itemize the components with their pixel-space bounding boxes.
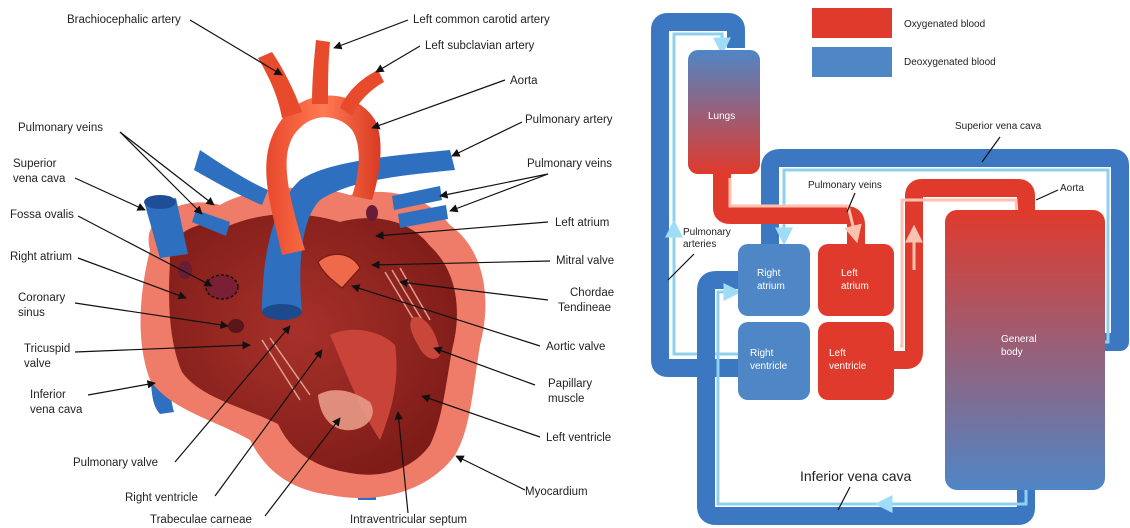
label-aortic-valve: Aortic valve bbox=[546, 341, 605, 353]
left-atrium-label-line1: Left bbox=[841, 268, 858, 279]
left-ventricle-label-line2: ventricle bbox=[829, 361, 867, 372]
label-left-ventricle: Left ventricle bbox=[546, 432, 611, 444]
label-pulmonary-arteries-line2: arteries bbox=[683, 239, 716, 250]
label-intraventricular-septum: Intraventricular septum bbox=[350, 514, 467, 526]
label-pulmonary-artery: Pulmonary artery bbox=[525, 114, 613, 126]
label-left-atrium: Left atrium bbox=[555, 217, 609, 229]
label-coronary-sinus-line1: Coronary bbox=[18, 292, 66, 304]
lungs-label: Lungs bbox=[708, 111, 735, 122]
label-papillary-muscle-line2: muscle bbox=[548, 393, 584, 405]
general-body-label-line1: General bbox=[1001, 334, 1037, 345]
fossa-ovalis-mark bbox=[206, 275, 238, 299]
label-right-atrium: Right atrium bbox=[10, 251, 72, 263]
label-superior-vena-cava-line2: vena cava bbox=[13, 173, 66, 185]
legend-swatch-oxygenated bbox=[812, 8, 892, 38]
label-inferior-vena-cava-line1: Inferior bbox=[30, 389, 66, 401]
label-trabeculae-carneae: Trabeculae carneae bbox=[150, 514, 252, 526]
small-vein-mark-2 bbox=[366, 205, 378, 221]
legend-label-oxygenated: Oxygenated blood bbox=[904, 19, 985, 30]
label-left-common-carotid-artery: Left common carotid artery bbox=[413, 14, 550, 26]
left-ventricle-label-line1: Left bbox=[829, 348, 846, 359]
svc-opening bbox=[144, 195, 176, 209]
label-chordae-tendineae-line2: Tendineae bbox=[558, 302, 611, 314]
label-papillary-muscle-line1: Papillary bbox=[548, 378, 592, 390]
pulmonary-valve-opening bbox=[262, 304, 302, 320]
label-inferior-vena-cava-line2: vena cava bbox=[30, 404, 83, 416]
brachiocephalic-artery-vessel bbox=[258, 52, 302, 118]
label-chordae-tendineae-line1: Chordae bbox=[570, 287, 614, 299]
heart-illustration bbox=[141, 40, 486, 500]
leader-inferior-vena-cava-circ bbox=[838, 487, 850, 510]
left-atrium-box bbox=[818, 244, 894, 316]
label-pulmonary-veins-circ: Pulmonary veins bbox=[808, 180, 882, 191]
general-body-label-line2: body bbox=[1001, 347, 1023, 358]
label-mitral-valve: Mitral valve bbox=[556, 255, 614, 267]
label-left-subclavian-artery: Left subclavian artery bbox=[425, 40, 535, 52]
general-body-box bbox=[945, 210, 1105, 490]
label-tricuspid-valve-line1: Tricuspid bbox=[24, 343, 70, 355]
legend-label-deoxygenated: Deoxygenated blood bbox=[904, 57, 996, 68]
leader-pulmonary-arteries bbox=[668, 254, 694, 280]
right-ventricle-label-line2: ventricle bbox=[750, 361, 788, 372]
label-pulmonary-valve: Pulmonary valve bbox=[73, 457, 158, 469]
left-common-carotid-vessel bbox=[312, 40, 330, 104]
label-myocardium: Myocardium bbox=[525, 486, 588, 498]
label-aorta-circ: Aorta bbox=[1060, 183, 1084, 194]
label-superior-vena-cava-circ: Superior vena cava bbox=[955, 121, 1042, 132]
right-ventricle-label-line1: Right bbox=[750, 348, 774, 359]
left-atrium-label-line2: atrium bbox=[841, 281, 869, 292]
right-atrium-box bbox=[738, 244, 810, 316]
pulmonary-artery-branch-left bbox=[194, 150, 268, 205]
label-coronary-sinus-line2: sinus bbox=[18, 307, 45, 319]
right-atrium-label-line1: Right bbox=[757, 268, 781, 279]
label-right-ventricle: Right ventricle bbox=[125, 492, 198, 504]
coronary-sinus-mark bbox=[228, 319, 244, 333]
label-inferior-vena-cava-circ: Inferior vena cava bbox=[800, 468, 911, 484]
label-pulmonary-arteries-line1: Pulmonary bbox=[683, 227, 731, 238]
label-aorta: Aorta bbox=[510, 75, 538, 87]
leader-aorta-circ bbox=[1036, 190, 1058, 200]
label-pulmonary-veins-left: Pulmonary veins bbox=[18, 122, 103, 134]
label-brachiocephalic-artery: Brachiocephalic artery bbox=[67, 14, 181, 26]
label-pulmonary-veins-right: Pulmonary veins bbox=[527, 158, 612, 170]
label-tricuspid-valve-line2: valve bbox=[24, 358, 51, 370]
circulation-diagram: Oxygenated blood Deoxygenated blood Lung… bbox=[660, 8, 1120, 516]
right-atrium-label-line2: atrium bbox=[757, 281, 785, 292]
label-fossa-ovalis: Fossa ovalis bbox=[10, 209, 74, 221]
heart-inner-chambers bbox=[169, 214, 457, 475]
label-superior-vena-cava-line1: Superior bbox=[13, 158, 57, 170]
legend-swatch-deoxygenated bbox=[812, 47, 892, 77]
